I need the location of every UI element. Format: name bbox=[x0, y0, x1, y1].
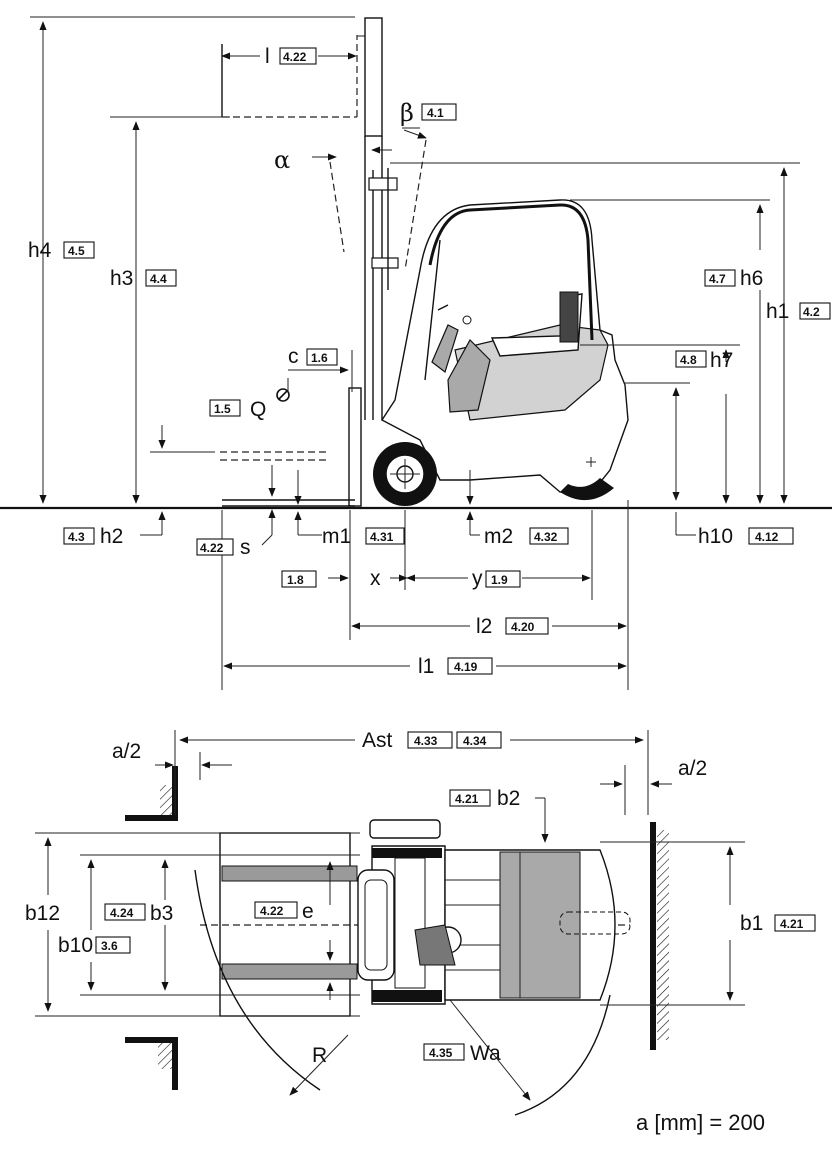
m2-label: m2 bbox=[484, 525, 513, 548]
l2-ref: 4.20 bbox=[511, 620, 535, 634]
l-label: l bbox=[265, 45, 270, 68]
s-label: s bbox=[240, 536, 251, 559]
tilt-lines bbox=[329, 127, 427, 271]
c-label: c bbox=[288, 345, 299, 368]
h4-ref: 4.5 bbox=[68, 244, 85, 258]
h6-ref: 4.7 bbox=[709, 272, 726, 286]
b12-label: b12 bbox=[25, 902, 60, 925]
ast-ref-1: 4.33 bbox=[414, 734, 438, 748]
ast-ref-2: 4.34 bbox=[463, 734, 487, 748]
truck-top-body bbox=[357, 819, 631, 1005]
e-label: e bbox=[302, 900, 314, 923]
b10-ref: 3.6 bbox=[101, 939, 118, 953]
fork-lowered bbox=[220, 387, 362, 507]
turning-radius-arcs bbox=[194, 869, 611, 1116]
h6-label: h6 bbox=[740, 267, 763, 290]
b10-label: b10 bbox=[58, 934, 93, 957]
b2-label: b2 bbox=[497, 787, 520, 810]
top-view-labels: a/2 Ast 4.33 4.34 a/2 4.21 b2 b12 4.24 b… bbox=[25, 729, 816, 1067]
a2-left-label: a/2 bbox=[112, 740, 141, 763]
q-ref: 1.5 bbox=[214, 402, 231, 416]
wa-ref: 4.35 bbox=[429, 1046, 453, 1060]
side-dimension-lines bbox=[30, 16, 800, 690]
h10-label: h10 bbox=[698, 525, 733, 548]
h1-ref: 4.2 bbox=[803, 305, 820, 319]
ast-label: Ast bbox=[362, 729, 393, 752]
c-ref: 1.6 bbox=[311, 351, 328, 365]
rear-wheel bbox=[560, 457, 614, 501]
s-ref: 4.22 bbox=[200, 541, 224, 555]
x-ref: 1.8 bbox=[287, 573, 304, 587]
top-view: a/2 Ast 4.33 4.34 a/2 4.21 b2 b12 4.24 b… bbox=[25, 729, 816, 1135]
truck-body bbox=[380, 199, 629, 496]
b1-label: b1 bbox=[740, 912, 763, 935]
h7-ref: 4.8 bbox=[680, 353, 697, 367]
b1-ref: 4.21 bbox=[780, 917, 804, 931]
h2-ref: 4.3 bbox=[68, 530, 85, 544]
front-wheel bbox=[373, 442, 437, 506]
aisle-walls bbox=[125, 766, 669, 1090]
r-label: R bbox=[312, 1044, 327, 1067]
side-view-labels: l 4.22 β 4.1 α h4 4.5 h3 4.4 4.7 h6 h1 4… bbox=[28, 45, 831, 678]
h10-ref: 4.12 bbox=[755, 530, 779, 544]
h3-ref: 4.4 bbox=[150, 272, 167, 286]
l1-label: l1 bbox=[418, 655, 434, 678]
beta-ref: 4.1 bbox=[427, 106, 444, 120]
mast bbox=[364, 17, 399, 420]
x-label: x bbox=[370, 567, 381, 590]
l2-label: l2 bbox=[476, 615, 492, 638]
b2-ref: 4.21 bbox=[455, 792, 479, 806]
h4-label: h4 bbox=[28, 239, 52, 262]
raised-fork bbox=[221, 35, 372, 118]
b3-label: b3 bbox=[150, 902, 173, 925]
side-view: l 4.22 β 4.1 α h4 4.5 h3 4.4 4.7 h6 h1 4… bbox=[0, 16, 832, 690]
h2-label: h2 bbox=[100, 525, 123, 548]
a2-right-label: a/2 bbox=[678, 757, 707, 780]
h7-label: h7 bbox=[710, 349, 733, 372]
h1-label: h1 bbox=[766, 300, 789, 323]
l1-ref: 4.19 bbox=[454, 660, 478, 674]
l-ref: 4.22 bbox=[283, 50, 307, 64]
m1-ref: 4.31 bbox=[370, 530, 394, 544]
top-dimension-lines bbox=[35, 730, 745, 1017]
y-ref: 1.9 bbox=[491, 573, 508, 587]
b3-ref: 4.24 bbox=[110, 906, 134, 920]
h3-label: h3 bbox=[110, 267, 133, 290]
m2-ref: 4.32 bbox=[534, 530, 558, 544]
footer-note: a [mm] = 200 bbox=[636, 1110, 765, 1135]
q-label: Q bbox=[250, 398, 266, 421]
alpha-label: α bbox=[274, 146, 290, 174]
m1-label: m1 bbox=[322, 525, 351, 548]
y-label: y bbox=[472, 567, 483, 590]
beta-label: β bbox=[400, 99, 414, 127]
e-ref: 4.22 bbox=[260, 904, 284, 918]
load-center-symbol bbox=[276, 388, 290, 402]
wa-label: Wa bbox=[470, 1042, 501, 1065]
